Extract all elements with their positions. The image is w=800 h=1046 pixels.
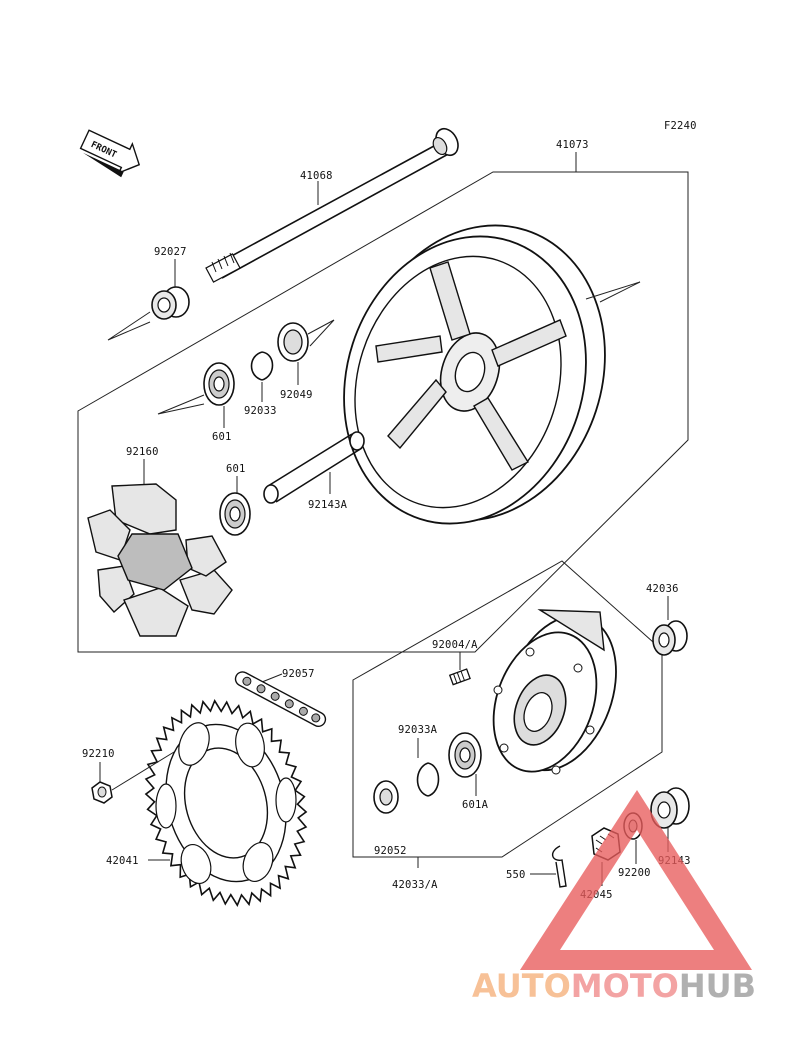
label-92052: 92052 [374,845,407,857]
label-92200: 92200 [618,867,651,879]
drive-chain-92057 [234,671,327,728]
label-601-mid: 601 [226,463,246,475]
collar-92143A [263,431,365,504]
stud-92004A [448,668,471,686]
watermark-text-moto: MOTO [571,967,679,1005]
upper-assembly-outline [77,171,689,653]
watermark-text-auto: AUTO [472,967,571,1005]
figure-code: F2240 [664,120,697,132]
label-92033: 92033 [244,405,277,417]
bearing-601-lower [219,492,251,536]
spacer-92027 [151,286,190,320]
label-92143A: 92143A [308,499,348,511]
label-92160: 92160 [126,446,159,458]
label-41068: 41068 [300,170,333,182]
coupling-damper-92160 [87,483,233,637]
collar-92143 [650,787,690,829]
label-601A: 601A [462,799,489,811]
label-42036: 42036 [646,583,679,595]
label-550: 550 [506,869,526,881]
circlip-92033 [250,351,274,381]
sprocket-hub [492,609,617,775]
svg-text:AUTOMOTOHUB: AUTOMOTOHUB [472,967,756,1005]
label-92004A: 92004/A [432,639,478,651]
collar-42036 [652,620,688,656]
label-92049: 92049 [280,389,313,401]
label-92033A: 92033A [398,724,438,736]
label-42033A: 42033/A [392,879,438,891]
label-92210: 92210 [82,748,115,760]
oil-seal-92052 [373,780,399,814]
rear-sprocket-42041 [144,699,308,907]
cotter-pin-550 [552,845,567,888]
bearing-601A [448,732,482,778]
axle-shaft [205,127,459,283]
label-42041: 42041 [106,855,139,867]
circlip-92033A [416,762,440,797]
bearing-601-upper [203,362,235,406]
label-92057: 92057 [282,668,315,680]
watermark-logo: AUTOMOTOHUB [472,790,756,1005]
label-601-upper: 601 [212,431,232,443]
nut-92210 [91,781,113,804]
label-41073: 41073 [556,139,589,151]
watermark-text-hub: HUB [679,967,756,1005]
oil-seal-92049 [277,322,309,362]
wheel-rim [343,224,606,525]
front-arrow-icon: FRONT [79,129,141,178]
label-92027: 92027 [154,246,187,258]
